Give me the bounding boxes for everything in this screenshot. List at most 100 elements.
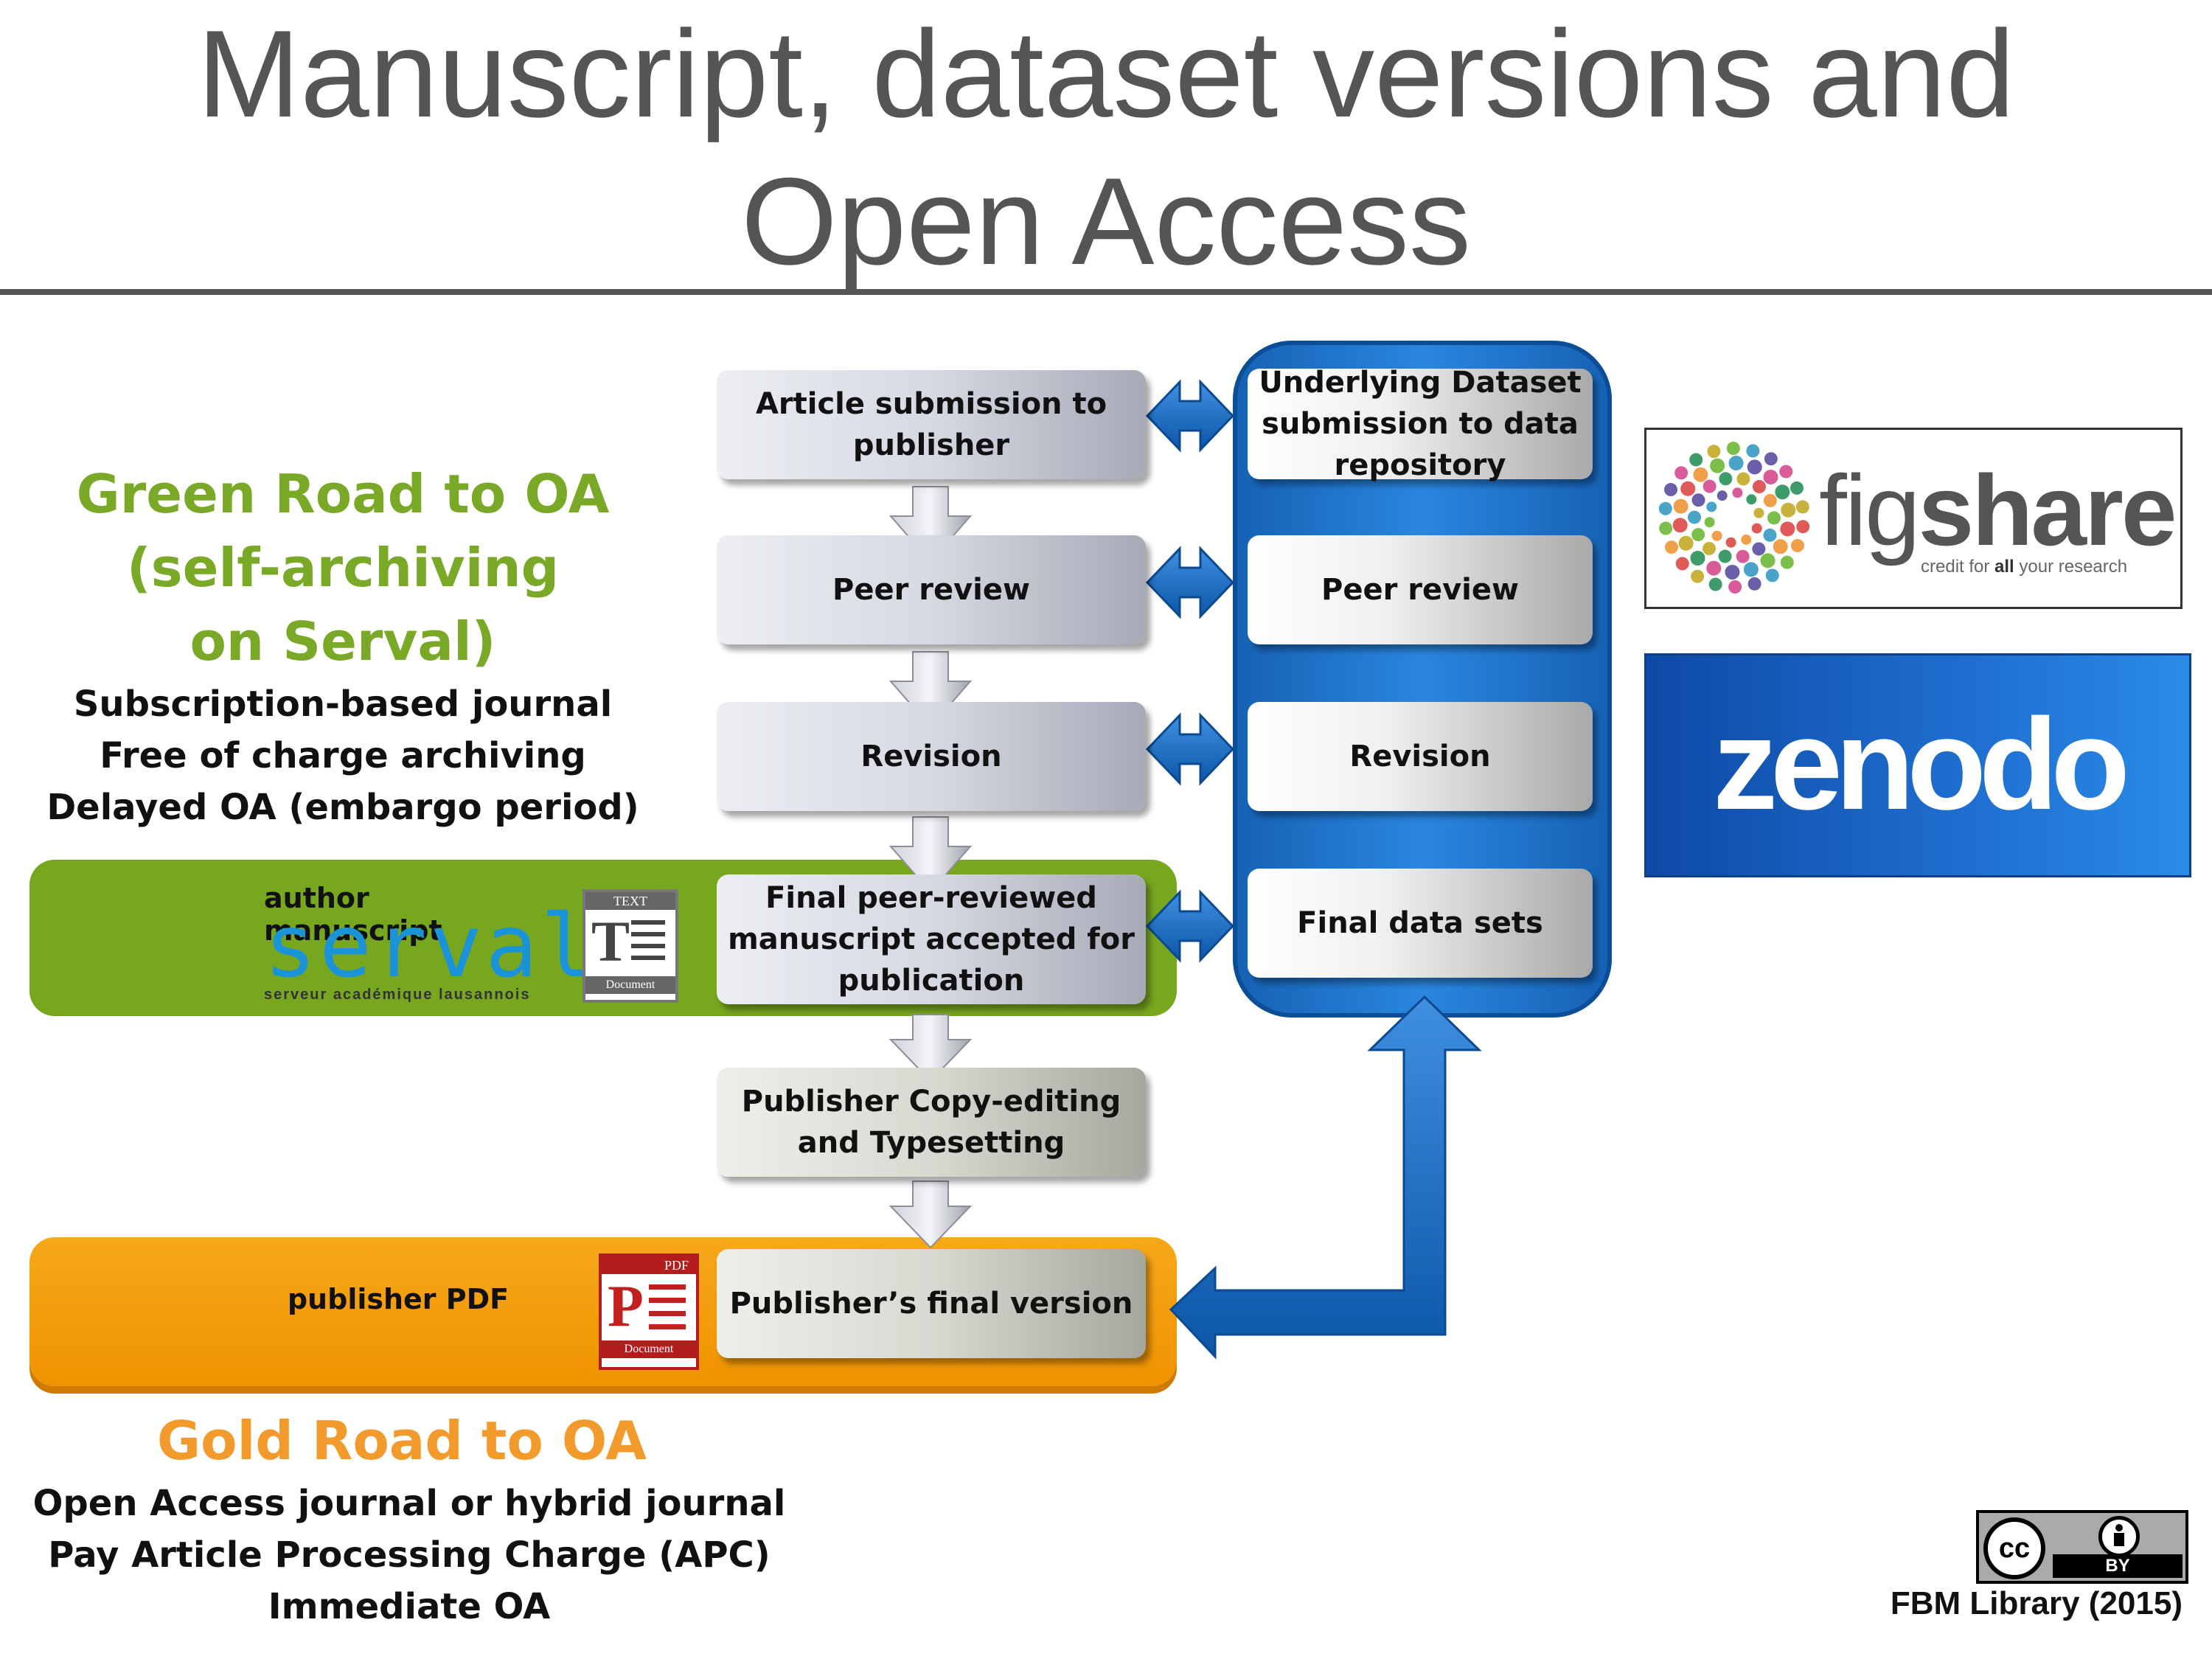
figshare-dot (1658, 501, 1672, 515)
figshare-wordmark-fig: fig (1819, 454, 1921, 566)
figshare-dot (1664, 540, 1678, 554)
step-article-submission: Article submission to publisher (717, 370, 1146, 479)
figshare-dot (1765, 568, 1779, 582)
figshare-dot (1664, 483, 1678, 497)
figshare-dot (1751, 523, 1762, 534)
dataset-step-peer-review: Peer review (1248, 535, 1593, 644)
figshare-dot (1718, 549, 1732, 563)
green-road-details: Subscription-based journal Free of charg… (29, 678, 656, 833)
figshare-dot (1689, 453, 1703, 467)
figshare-tagline-pre: credit for (1921, 557, 1995, 577)
figshare-dot (1753, 507, 1764, 518)
figshare-dot (1781, 502, 1796, 518)
down-arrow-icon (888, 1180, 973, 1249)
figshare-dot (1779, 465, 1793, 479)
page-title: Manuscript, dataset versions and Open Ac… (0, 0, 2212, 295)
step-revision: Revision (717, 702, 1146, 811)
figshare-tagline-bold: all (1994, 557, 2014, 577)
figshare-dot (1780, 521, 1795, 537)
gold-road-detail: Open Access journal or hybrid journal (32, 1483, 786, 1524)
figshare-dot (1780, 555, 1794, 569)
title-line-2: Open Access (741, 152, 1471, 291)
green-road-heading: Green Road to OA (self-archiving on Serv… (44, 457, 641, 678)
by-label: BY (2053, 1554, 2183, 1578)
dataset-step-final-data-sets: Final data sets (1248, 869, 1593, 978)
figshare-dot (1732, 487, 1743, 498)
figshare-dot (1717, 490, 1728, 501)
step-publisher-final-version: Publisher’s final version (717, 1249, 1146, 1358)
figshare-dot (1775, 484, 1790, 500)
figshare-dot (1708, 577, 1722, 591)
figshare-dot (1659, 521, 1673, 535)
figshare-dot (1719, 472, 1733, 486)
figshare-dot (1767, 511, 1781, 525)
figshare-dot (1795, 500, 1809, 514)
figshare-dot (1707, 445, 1721, 459)
figshare-dot (1706, 501, 1717, 512)
figshare-dot (1674, 466, 1688, 480)
figshare-dot (1725, 564, 1740, 580)
figshare-dot (1725, 537, 1736, 548)
step-final-manuscript: Final peer-reviewed manuscript accepted … (717, 874, 1146, 1004)
figshare-wordmark-share: share (1918, 454, 2177, 566)
title-divider (0, 289, 2212, 295)
figshare-dot (1796, 520, 1810, 534)
figshare-dot (1710, 458, 1725, 473)
figshare-dot (1693, 467, 1708, 482)
gold-road-detail: Immediate OA (268, 1586, 551, 1627)
figshare-tagline-post: your research (2014, 557, 2128, 577)
figshare-dot (1728, 456, 1744, 471)
author-manuscript-label: author manuscript (264, 882, 442, 947)
attribution-person-icon (2098, 1516, 2140, 1557)
figshare-dot (1691, 528, 1705, 542)
figshare-dot (1690, 550, 1705, 566)
figshare-dot (1790, 538, 1804, 552)
green-road-heading-line: Green Road to OA (76, 463, 610, 525)
bidirectional-arrow-icon (1145, 379, 1235, 453)
gold-road-detail: Pay Article Processing Charge (APC) (48, 1534, 771, 1576)
figshare-dot (1763, 493, 1777, 507)
dataset-step-revision: Revision (1248, 702, 1593, 811)
step-copy-editing: Publisher Copy-editing and Typesetting (717, 1068, 1146, 1177)
figshare-dot (1706, 560, 1722, 576)
figshare-dot (1703, 479, 1717, 493)
figshare-dot (1746, 444, 1760, 458)
title-line-1: Manuscript, dataset versions and (197, 4, 2015, 143)
figshare-dot (1743, 562, 1759, 577)
zenodo-wordmark: zenodo (1713, 692, 2130, 837)
figshare-dot (1672, 518, 1688, 533)
figshare-logo: figshare credit for all your research (1644, 428, 2183, 609)
green-road-detail: Delayed OA (embargo period) (46, 787, 639, 828)
footer-credit: FBM Library (2015) (1890, 1585, 2183, 1621)
figshare-dot (1763, 470, 1778, 485)
text-doc-caption: Document (585, 976, 675, 994)
bidirectional-arrow-icon (1145, 712, 1235, 786)
figshare-dot (1691, 493, 1705, 507)
green-road-heading-line: on Serval) (189, 611, 496, 672)
figshare-dot (1736, 549, 1750, 563)
pdf-doc-caption: Document (602, 1340, 696, 1358)
pdf-doc-tag: PDF (602, 1256, 696, 1274)
figshare-dot (1760, 553, 1775, 568)
bidirectional-arrow-icon (1145, 546, 1235, 619)
serval-tagline: serveur académique lausannois (264, 987, 531, 1003)
cc-icon: cc (1983, 1517, 2045, 1579)
figshare-dot (1752, 480, 1766, 494)
figshare-dot (1688, 510, 1702, 524)
figshare-dot (1763, 528, 1777, 542)
bidirectional-arrow-icon (1145, 889, 1235, 963)
figshare-dot (1673, 498, 1688, 514)
figshare-dots-icon (1658, 442, 1810, 594)
figshare-dot (1790, 481, 1804, 495)
figshare-tagline: credit for all your research (1921, 557, 2127, 577)
figshare-dot (1726, 442, 1740, 456)
figshare-dot (1752, 542, 1766, 556)
figshare-dot (1691, 569, 1705, 583)
green-road-detail: Free of charge archiving (100, 735, 586, 776)
zenodo-logo: zenodo (1644, 653, 2191, 877)
figshare-dot (1704, 517, 1715, 528)
figshare-dot (1746, 494, 1757, 505)
figshare-dot (1680, 481, 1696, 496)
pdf-document-icon: PDF P Document (599, 1253, 699, 1370)
